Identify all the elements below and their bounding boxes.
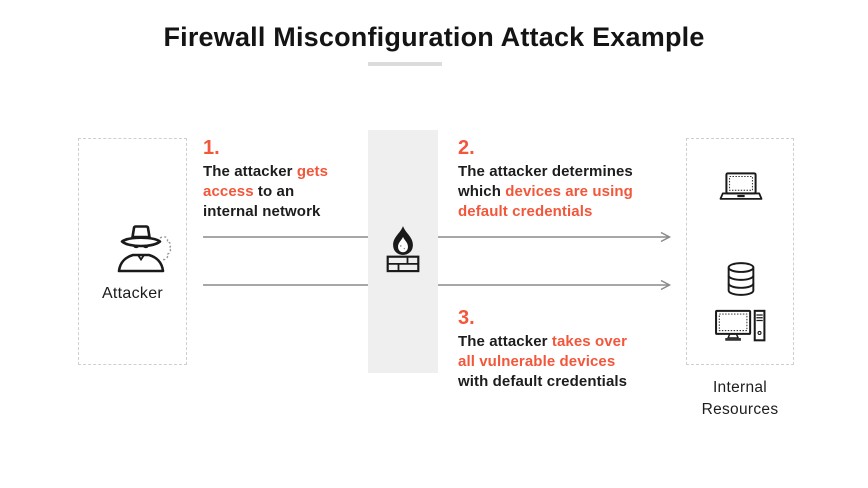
step-1-number: 1.	[203, 137, 220, 159]
firewall-flame-brick-icon	[386, 226, 420, 273]
page-title: Firewall Misconfiguration Attack Example	[163, 22, 705, 52]
attacker-label: Attacker	[101, 285, 164, 302]
step-3-number: 3.	[458, 307, 475, 329]
laptop-icon	[719, 172, 763, 200]
internal-resources-label-line1: Internal	[712, 379, 768, 396]
database-icon	[727, 262, 755, 296]
spy-incognito-icon	[117, 225, 172, 273]
internal-resources-label: Internal Resources	[686, 377, 794, 421]
title-underline	[368, 62, 442, 66]
internal-resources-label-line2: Resources	[701, 401, 779, 418]
attacker-box: Attacker	[78, 138, 187, 365]
internal-resources-box	[686, 138, 794, 365]
desktop-computer-icon	[715, 309, 766, 342]
step-2-number: 2.	[458, 137, 475, 159]
